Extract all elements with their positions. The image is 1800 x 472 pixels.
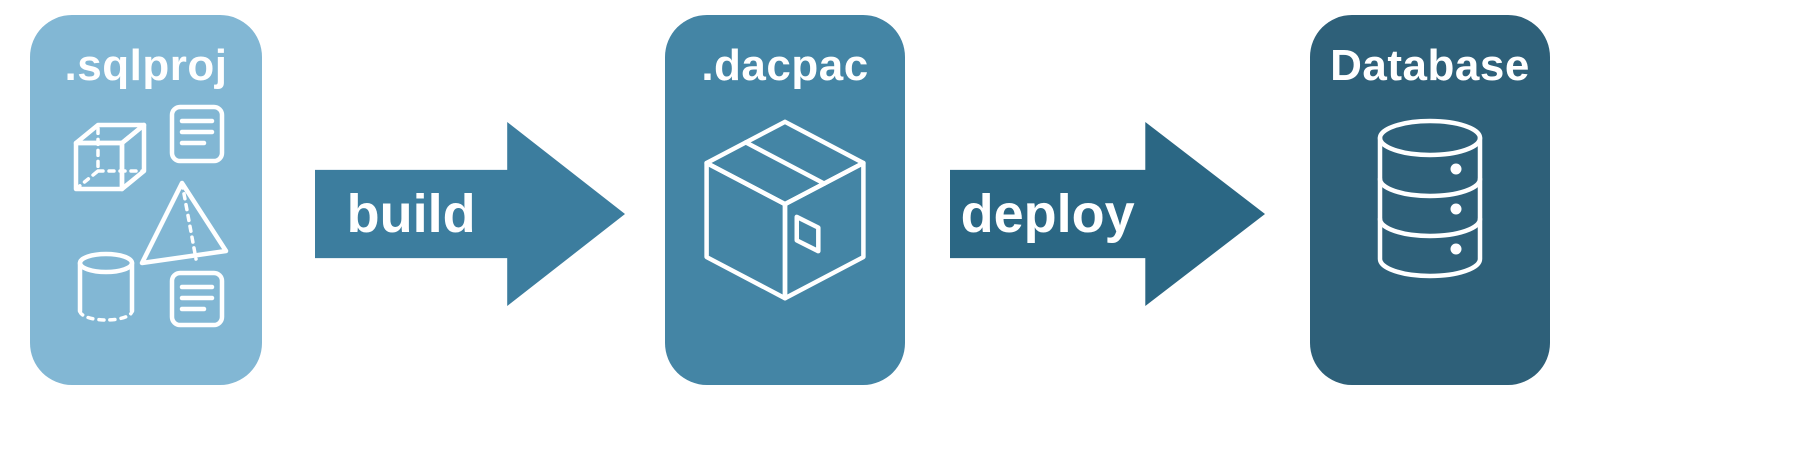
deploy-arrow-label: deploy xyxy=(960,184,1135,244)
stage-sqlproj: .sqlproj xyxy=(30,15,262,385)
stage-dacpac-label: .dacpac xyxy=(701,41,869,90)
stage-sqlproj-label: .sqlproj xyxy=(64,41,228,90)
cube-icon xyxy=(76,125,144,189)
script-scroll-icon xyxy=(172,273,222,325)
stage-database-label: Database xyxy=(1330,41,1530,90)
cylinder-icon xyxy=(80,254,132,320)
script-scroll-icon xyxy=(172,107,222,161)
sql-project-objects-icon xyxy=(56,91,236,329)
build-arrow: build xyxy=(315,122,625,306)
build-arrow-label: build xyxy=(346,184,476,244)
deploy-arrow: deploy xyxy=(950,122,1265,306)
stage-database: Database xyxy=(1310,15,1550,385)
box-label-tag xyxy=(797,217,819,251)
package-box-icon xyxy=(687,105,883,317)
pyramid-icon xyxy=(142,183,226,263)
stage-dacpac: .dacpac xyxy=(665,15,905,385)
database-icon xyxy=(1369,113,1491,289)
